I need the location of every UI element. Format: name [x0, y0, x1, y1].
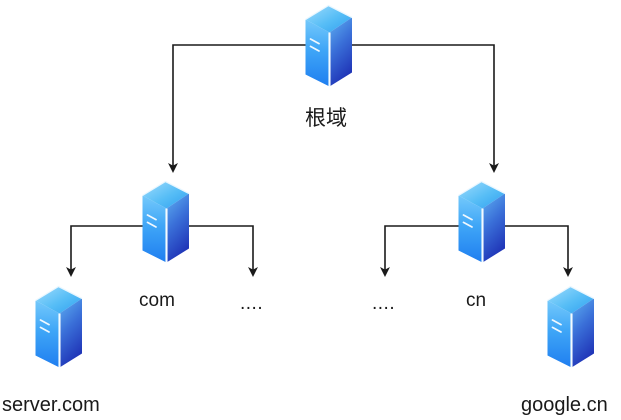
server-com-node-icon[interactable] [34, 285, 84, 369]
edge-com-to-dots-left [161, 225, 258, 277]
com-node-label: com [139, 290, 175, 311]
google-cn-leaf-label: google.cn [521, 394, 608, 416]
root-node-label: 根域 [305, 107, 347, 130]
dots-left-label: .... [240, 293, 264, 314]
dots-right-label: .... [372, 293, 396, 314]
root-node-icon[interactable] [304, 4, 354, 88]
cn-node-icon[interactable] [457, 180, 507, 264]
google-cn-node-icon[interactable] [546, 285, 596, 369]
edge-root-to-com [168, 44, 324, 173]
server-com-leaf-label: server.com [2, 394, 100, 416]
edge-cn-to-google-cn [477, 225, 573, 277]
edge-com-to-server-com [66, 225, 161, 277]
cn-node-label: cn [466, 290, 487, 311]
edge-root-to-cn [324, 44, 499, 173]
com-node-icon[interactable] [141, 180, 191, 264]
edge-cn-to-dots-right [380, 225, 477, 277]
